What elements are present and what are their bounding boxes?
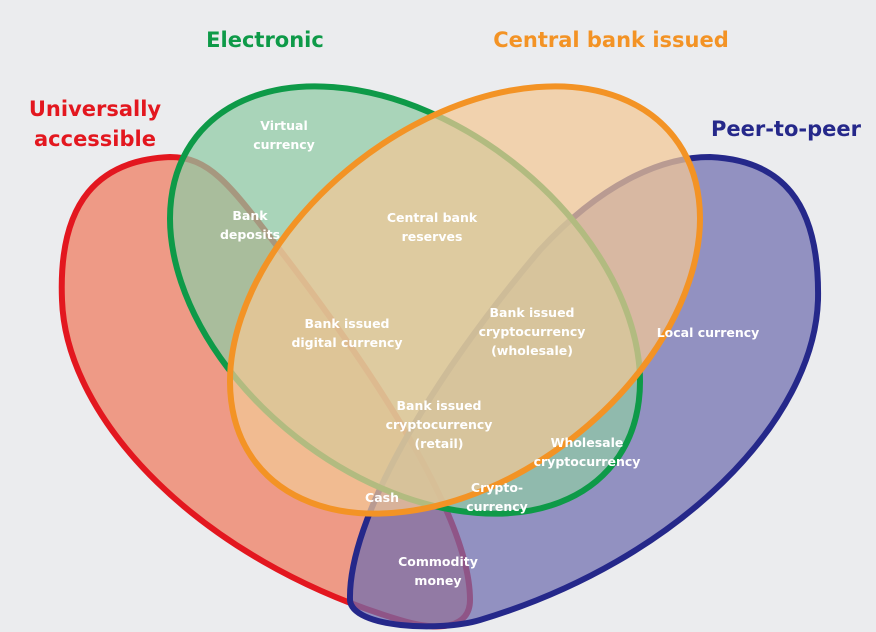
region-label-line: (retail) — [414, 436, 463, 451]
set-title-universal: Universally accessible — [29, 97, 162, 151]
set-title-p2p: Peer-to-peer — [711, 117, 862, 141]
region-label-line: digital currency — [291, 335, 402, 350]
set-title-line: Central bank issued — [493, 28, 729, 52]
region-label-line: cryptocurrency — [386, 417, 493, 432]
set-title-line: Peer-to-peer — [711, 117, 862, 141]
region-label-wholesale-cryptocurrency: Wholesale cryptocurrency — [534, 435, 641, 469]
region-label-line: cryptocurrency — [534, 454, 641, 469]
region-label-line: Bank issued — [304, 316, 389, 331]
region-label-virtual-currency: Virtual currency — [253, 118, 315, 152]
region-label-bank-issued-digital-currency: Bank issued digital currency — [291, 316, 402, 350]
region-label-bank-issued-crypto-wholesale: Bank issued cryptocurrency (wholesale) — [479, 305, 586, 358]
set-central — [227, 83, 703, 517]
region-label-commodity-money: Commodity money — [398, 554, 478, 588]
region-label-line: Crypto- — [471, 480, 523, 495]
region-label-line: Wholesale — [551, 435, 624, 450]
region-label-cash: Cash — [365, 490, 399, 505]
region-label-line: deposits — [220, 227, 280, 242]
region-label-line: currency — [466, 499, 528, 514]
region-label-line: Bank — [232, 208, 268, 223]
region-label-cryptocurrency: Crypto-currency — [466, 480, 528, 514]
set-titles: Universally accessible Electronic Central b… — [29, 28, 862, 151]
set-title-line: Universally — [29, 97, 162, 121]
region-label-line: Bank issued — [396, 398, 481, 413]
region-label-line: (wholesale) — [491, 343, 573, 358]
region-label-line: reserves — [402, 229, 463, 244]
region-label-line: Cash — [365, 490, 399, 505]
region-label-line: Commodity — [398, 554, 478, 569]
region-label-line: cryptocurrency — [479, 324, 586, 339]
region-label-bank-deposits: Bank deposits — [220, 208, 280, 242]
set-title-line: accessible — [34, 127, 156, 151]
region-label-bank-issued-crypto-retail: Bank issued cryptocurrency (retail) — [386, 398, 493, 451]
region-label-central-bank-reserves: Central bank reserves — [387, 210, 478, 244]
region-label-line: Virtual — [260, 118, 308, 133]
set-title-central: Central bank issued — [493, 28, 729, 52]
region-label-line: Central bank — [387, 210, 478, 225]
region-label-line: money — [414, 573, 461, 588]
set-title-electronic: Electronic — [206, 28, 324, 52]
region-label-line: currency — [253, 137, 315, 152]
set-title-line: Electronic — [206, 28, 324, 52]
set-central-shape — [227, 83, 703, 517]
region-label-line: Local currency — [657, 325, 760, 340]
region-label-local-currency: Local currency — [657, 325, 760, 340]
region-label-line: Bank issued — [489, 305, 574, 320]
